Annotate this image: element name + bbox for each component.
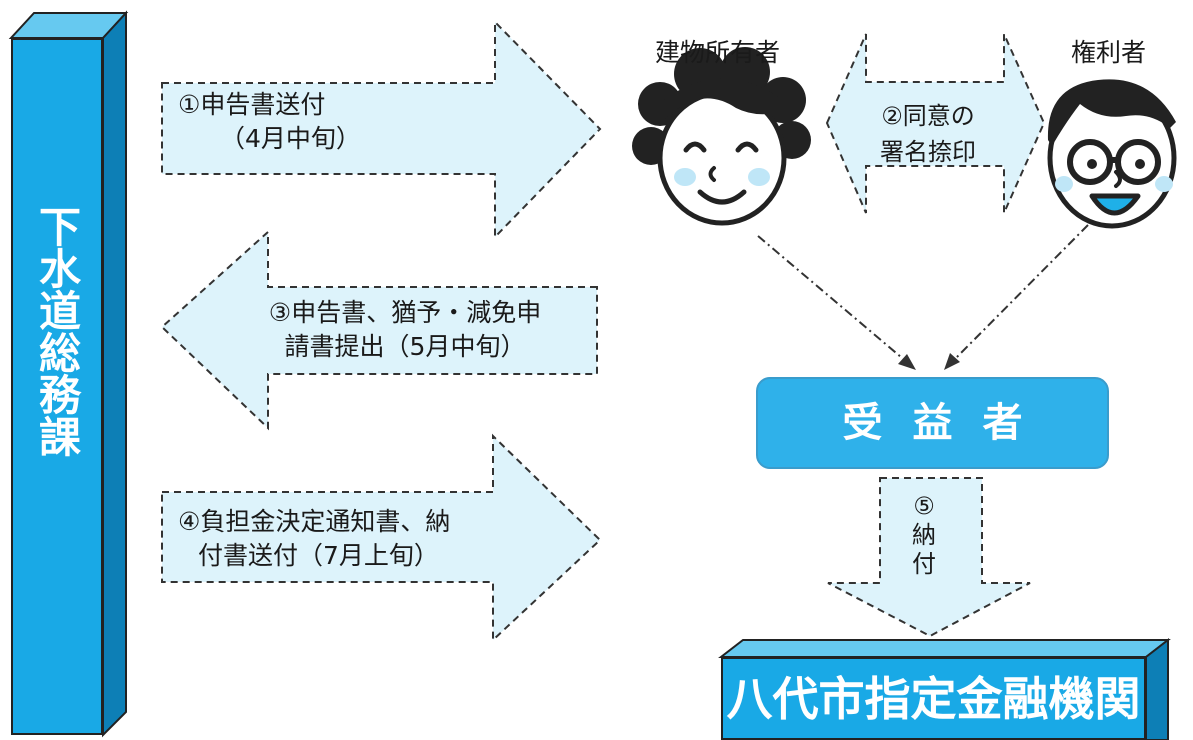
bank-box [721, 657, 1146, 740]
consent-line1: ②同意の [881, 102, 975, 130]
step4-line1: ④負担金決定通知書、納 [178, 507, 451, 536]
arrow-submit-declaration [160, 229, 598, 431]
pillar-side [102, 10, 127, 738]
owner-label: 建物所有者 [655, 38, 781, 67]
rights-holder-label: 権利者 [1071, 38, 1147, 67]
step1-label: ①申告書送付 （4月中旬） [178, 88, 478, 156]
step4-line2: 付書送付（7月上旬） [198, 541, 439, 570]
connector-rights-arrowhead [944, 353, 960, 370]
step1-line1: ①申告書送付 [178, 90, 326, 119]
connector-owner-arrowhead [898, 354, 916, 370]
bank-top [718, 639, 1171, 658]
arrow-send-notice [161, 433, 602, 643]
step1-line2: （4月中旬） [220, 124, 361, 153]
man-with-glasses-face-icon [1047, 79, 1177, 229]
payment-line1: ⑤ [913, 492, 935, 520]
beneficiary-box [756, 377, 1109, 469]
consent-label: ②同意の 署名捺印 [858, 98, 998, 170]
bank-label: 八代市指定金融機関 [726, 672, 1141, 726]
connector-rights-beneficiary [951, 224, 1089, 363]
beneficiary-label: 受益者 [842, 400, 1053, 446]
step3-line2: 請書提出（5月中旬） [284, 332, 526, 361]
department-label: 下水道総務課 [32, 205, 82, 457]
payment-line2: 納 [912, 521, 936, 549]
step3-line1: ③申告書、猶予・減免申 [268, 298, 542, 327]
payment-label: ⑤ 納 付 [894, 492, 954, 579]
step4-label: ④負担金決定通知書、納 付書送付（7月上旬） [178, 505, 508, 573]
bank-side [1145, 637, 1169, 740]
woman-face-icon [632, 47, 811, 226]
consent-line2: 署名捺印 [880, 138, 976, 166]
arrow-consent [825, 33, 1046, 214]
step3-label: ③申告書、猶予・減免申 請書提出（5月中旬） [235, 296, 575, 364]
arrow-send-declaration [161, 19, 602, 240]
department-pillar [11, 38, 103, 735]
connector-owner-beneficiary [757, 235, 909, 364]
arrow-payment [827, 477, 1031, 638]
payment-line3: 付 [912, 550, 936, 578]
